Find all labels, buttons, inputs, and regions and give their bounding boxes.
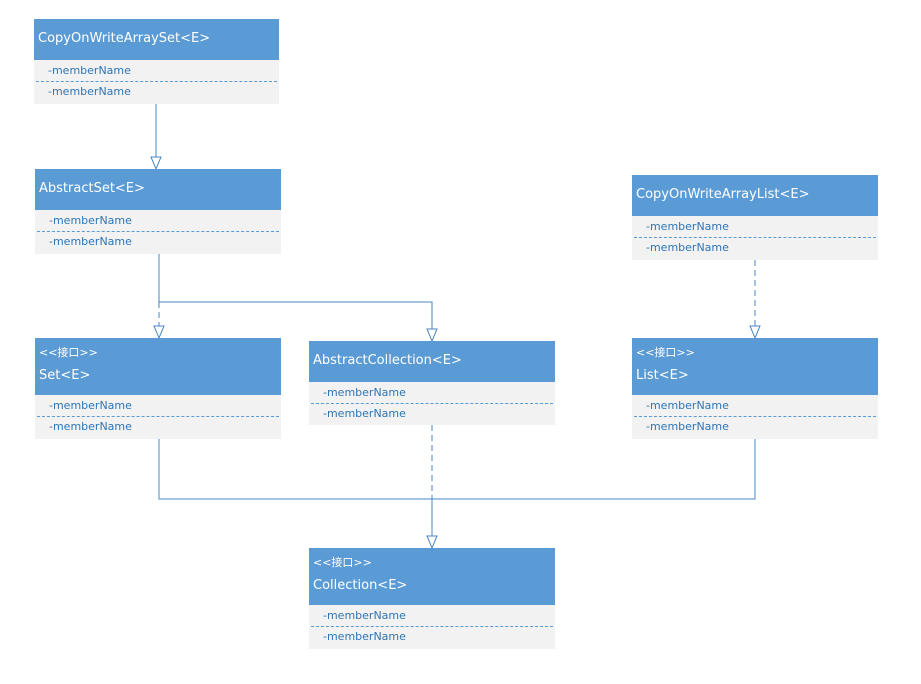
member-divider (36, 81, 277, 82)
class-header: <<接口>> List<E> (632, 338, 878, 395)
member-field: -memberName (48, 64, 131, 77)
member-field: -memberName (323, 407, 406, 420)
interface-stereotype: <<接口>> (313, 556, 372, 569)
class-box-collection-interface[interactable]: <<接口>> Collection<E> -memberName -member… (309, 548, 555, 649)
member-field: -memberName (646, 399, 729, 412)
member-divider (634, 416, 876, 417)
class-title: Set<E> (39, 368, 91, 383)
generalization-line (159, 301, 433, 329)
class-title: AbstractCollection<E> (313, 353, 462, 368)
class-box-abstractcollection[interactable]: AbstractCollection<E> -memberName -membe… (309, 341, 555, 425)
class-title: CopyOnWriteArrayList<E> (636, 187, 810, 202)
member-field: -memberName (646, 420, 729, 433)
member-field: -memberName (49, 214, 132, 227)
member-field: -memberName (49, 399, 132, 412)
class-box-copyonwritearraylist[interactable]: CopyOnWriteArrayList<E> -memberName -mem… (632, 175, 878, 260)
class-header: CopyOnWriteArraySet<E> (34, 19, 279, 60)
interface-stereotype: <<接口>> (636, 346, 695, 359)
member-field: -memberName (323, 609, 406, 622)
member-divider (37, 416, 279, 417)
member-divider (634, 237, 876, 238)
member-divider (37, 231, 279, 232)
class-title: Collection<E> (313, 578, 408, 593)
realization-arrowhead (153, 325, 165, 340)
realization-arrowhead (426, 535, 438, 550)
class-title: List<E> (636, 368, 689, 383)
class-box-set-interface[interactable]: <<接口>> Set<E> -memberName -memberName (35, 338, 281, 439)
class-box-abstractset[interactable]: AbstractSet<E> -memberName -memberName (35, 169, 281, 254)
member-divider (311, 626, 553, 627)
generalization-line (158, 439, 756, 500)
member-field: -memberName (323, 386, 406, 399)
generalization-arrowhead (150, 156, 162, 171)
member-field: -memberName (646, 220, 729, 233)
class-header: <<接口>> Collection<E> (309, 548, 555, 605)
realization-arrowhead (749, 325, 761, 340)
class-header: CopyOnWriteArrayList<E> (632, 175, 878, 216)
class-box-list-interface[interactable]: <<接口>> List<E> -memberName -memberName (632, 338, 878, 439)
interface-stereotype: <<接口>> (39, 346, 98, 359)
member-field: -memberName (323, 630, 406, 643)
class-header: AbstractCollection<E> (309, 341, 555, 382)
member-divider (311, 403, 553, 404)
class-box-copyonwritearrayset[interactable]: CopyOnWriteArraySet<E> -memberName -memb… (34, 19, 279, 104)
class-title: CopyOnWriteArraySet<E> (38, 31, 211, 46)
class-title: AbstractSet<E> (39, 181, 145, 196)
member-field: -memberName (49, 420, 132, 433)
generalization-arrowhead (426, 328, 438, 343)
class-header: <<接口>> Set<E> (35, 338, 281, 395)
member-field: -memberName (49, 235, 132, 248)
class-header: AbstractSet<E> (35, 169, 281, 210)
member-field: -memberName (48, 85, 131, 98)
member-field: -memberName (646, 241, 729, 254)
